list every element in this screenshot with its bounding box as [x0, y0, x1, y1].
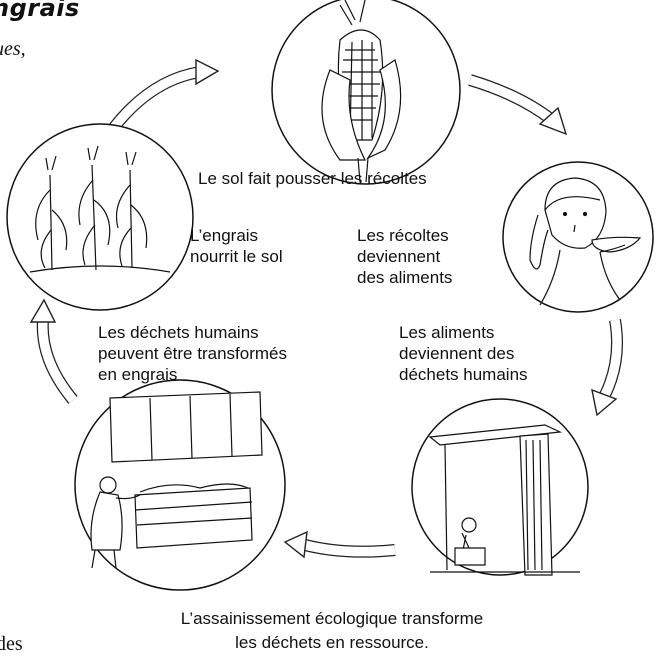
page-heading-fragment: ngrais	[0, 0, 80, 22]
diagram-caption: L’assainissement écologique transforme l…	[0, 607, 664, 655]
label-crops-line1: Les récoltes	[357, 226, 449, 245]
label-soil-grows-crops: Le sol fait pousser les récoltes	[198, 169, 427, 188]
label-waste-line2: peuvent être transformés	[98, 344, 287, 363]
compost-bin-icon	[90, 391, 263, 569]
corn-cob-icon	[321, 0, 402, 183]
person-eating-icon	[529, 177, 642, 306]
label-food-line1: Les aliments	[399, 323, 495, 342]
label-waste-line3: en engrais	[98, 365, 178, 384]
plants-stage-circle	[6, 123, 194, 311]
label-crops-line2: deviennent	[357, 247, 441, 266]
label-food-line2: deviennent des	[399, 344, 515, 363]
label-fertilizer-feeds-soil: L’engrais nourrit le sol	[190, 225, 283, 267]
subtitle-fragment: ues,	[0, 38, 26, 60]
caption-line2: les déchets en ressource.	[235, 633, 429, 652]
label-food-becomes-waste: Les aliments deviennent des déchets huma…	[399, 322, 528, 385]
label-fertilizer-line1: L’engrais	[190, 226, 259, 245]
caption-line1: L’assainissement écologique transforme	[180, 609, 484, 628]
label-fertilizer-line2: nourrit le sol	[190, 247, 283, 266]
label-food-line3: déchets humains	[399, 365, 528, 384]
latrine-stage-circle	[411, 398, 589, 576]
label-waste-to-fertilizer: Les déchets humains peuvent être transfo…	[98, 322, 287, 385]
label-waste-line1: Les déchets humains	[98, 323, 259, 342]
latrine-icon	[428, 424, 580, 576]
cycle-arrows	[29, 58, 623, 559]
label-crops-become-food: Les récoltes deviennent des aliments	[357, 225, 452, 288]
label-crops-line3: des aliments	[357, 268, 453, 287]
body-text-fragment: des	[0, 633, 23, 655]
maize-plants-icon	[29, 145, 171, 273]
